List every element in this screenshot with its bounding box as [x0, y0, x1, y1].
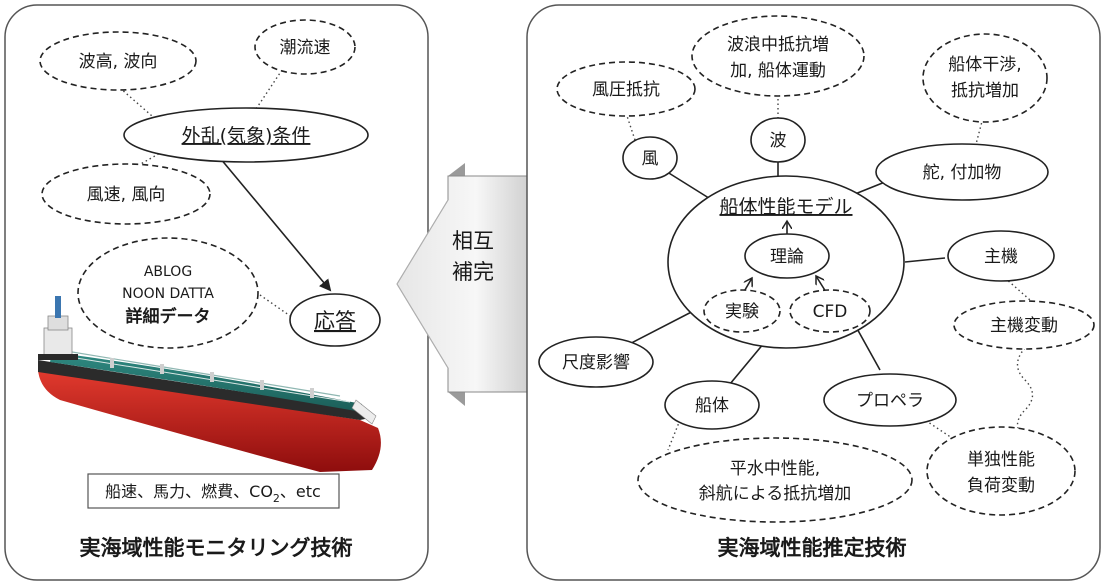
- propeller-node: [823, 373, 957, 427]
- calm-water-line2: 斜航による抵抗増加: [699, 484, 852, 504]
- scale-effect-text: 尺度影響: [562, 353, 630, 373]
- main-engine-node: [947, 230, 1055, 282]
- theory-node: [744, 233, 830, 279]
- wind-condition-connector: [129, 151, 163, 171]
- wave-text: 波: [770, 131, 787, 151]
- wave-resistance-line1: 波浪中抵抗増: [727, 35, 829, 55]
- disturbance-node: [123, 107, 369, 163]
- hull-node: [664, 380, 760, 430]
- left-panel: 波高, 波向 潮流速 外乱(気象)条件 風速, 風向 ABLOG NOON DA…: [4, 4, 429, 581]
- engine-to-open-water-connector: [1016, 347, 1034, 441]
- hull-interference-bubble: [922, 33, 1048, 123]
- wind-resistance-connector: [625, 112, 637, 144]
- hull-interference-line2: 抵抗増加: [951, 81, 1019, 101]
- current-condition-bubble: [254, 19, 356, 75]
- cfd-to-theory-arrow: [816, 276, 827, 293]
- disturbance-text: 外乱(気象)条件: [182, 125, 311, 147]
- hull-interference-connector: [974, 109, 986, 149]
- data-source-bubble: [77, 237, 259, 349]
- open-water-bubble: [926, 426, 1076, 516]
- wave-condition-bubble: [39, 31, 197, 91]
- current-condition-connector: [255, 69, 283, 110]
- left-panel-title: 実海域性能モニタリング技術: [80, 536, 353, 560]
- scale-effect-node: [538, 336, 654, 388]
- right-panel-title: 実海域性能推定技術: [718, 536, 907, 560]
- wind-link: [663, 169, 713, 201]
- response-node: [289, 293, 381, 347]
- open-water-line1: 単独性能: [967, 450, 1035, 470]
- wind-condition-text: 風速, 風向: [87, 185, 166, 205]
- calm-water-bubble: [637, 437, 913, 523]
- data-source-line3: 詳細データ: [126, 306, 211, 327]
- hull-link: [724, 342, 765, 391]
- cfd-node: [789, 289, 871, 333]
- main-engine-text: 主機: [984, 247, 1018, 267]
- complement-line1: 相互: [452, 229, 494, 253]
- hull-text: 船体: [695, 396, 729, 416]
- wave-resistance-line2: 加, 船体運動: [730, 61, 826, 81]
- open-water-line2: 負荷変動: [967, 476, 1035, 496]
- rudder-node: [875, 143, 1049, 201]
- right-panel: 船体性能モデル 理論 実験 CFD 風 波 舵, 付加物 主機 尺度影響 船体 …: [526, 4, 1101, 581]
- disturbance-to-response-arrow: [219, 157, 332, 292]
- output-box: [87, 473, 340, 509]
- theory-text: 理論: [770, 247, 804, 267]
- experiment-node: [703, 289, 781, 333]
- ship-illustration: [38, 296, 381, 472]
- wave-node: [750, 117, 806, 163]
- wind-node: [622, 136, 678, 180]
- hull-interference-line1: 船体干渉,: [948, 55, 1021, 75]
- experiment-text: 実験: [725, 302, 759, 322]
- wind-condition-bubble: [41, 163, 211, 225]
- rudder-text: 舵, 付加物: [923, 163, 1002, 183]
- data-source-line2: NOON DATTA: [122, 286, 214, 302]
- engine-fluctuation-connector: [1004, 277, 1031, 301]
- wind-text: 風: [642, 149, 659, 169]
- wave-resistance-bubble: [691, 15, 865, 97]
- engine-link: [904, 257, 946, 263]
- propeller-link: [854, 324, 881, 371]
- engine-fluctuation-text: 主機変動: [990, 316, 1058, 336]
- current-condition-text: 潮流速: [280, 38, 331, 58]
- data-source-line1: ABLOG: [144, 264, 192, 280]
- cfd-text: CFD: [813, 302, 848, 322]
- propeller-text: プロペラ: [856, 391, 924, 411]
- calm-water-line1: 平水中性能,: [730, 459, 820, 479]
- engine-fluctuation-bubble: [953, 300, 1095, 350]
- wave-condition-text: 波高, 波向: [79, 52, 158, 72]
- output-text: 船速、馬力、燃費、CO2、etc: [105, 482, 321, 505]
- complement-line2: 補完: [452, 260, 494, 284]
- hull-model-text: 船体性能モデル: [719, 196, 852, 218]
- response-text: 応答: [314, 309, 356, 333]
- wind-resistance-bubble: [556, 61, 696, 117]
- calm-water-connector: [667, 419, 681, 451]
- wind-resistance-text: 風圧抵抗: [592, 80, 660, 100]
